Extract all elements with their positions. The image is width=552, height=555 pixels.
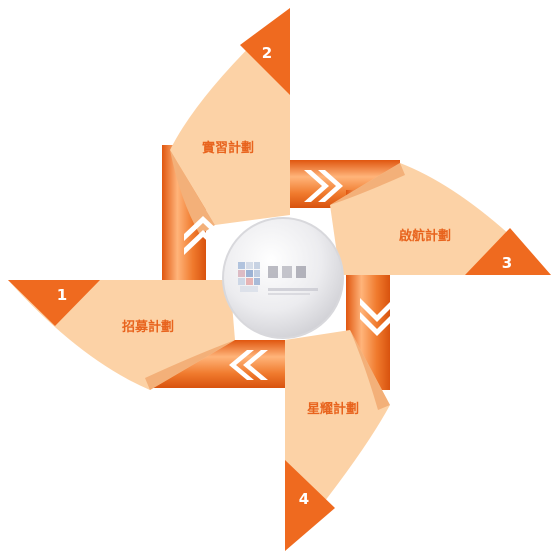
blade-1-number: 1 xyxy=(57,286,67,304)
blade-2-label[interactable]: 實習計劃 xyxy=(202,140,254,156)
blade-2[interactable]: 2 實習計劃 xyxy=(170,8,290,235)
blade-2-number: 2 xyxy=(262,44,272,62)
blade-4-label[interactable]: 星耀計劃 xyxy=(307,401,359,417)
center-logo xyxy=(223,218,343,338)
blade-4-number: 4 xyxy=(299,490,309,508)
blade-3-label[interactable]: 啟航計劃 xyxy=(399,228,451,244)
blade-1-label[interactable]: 招募計劃 xyxy=(122,319,174,335)
blade-3-number: 3 xyxy=(502,254,512,272)
